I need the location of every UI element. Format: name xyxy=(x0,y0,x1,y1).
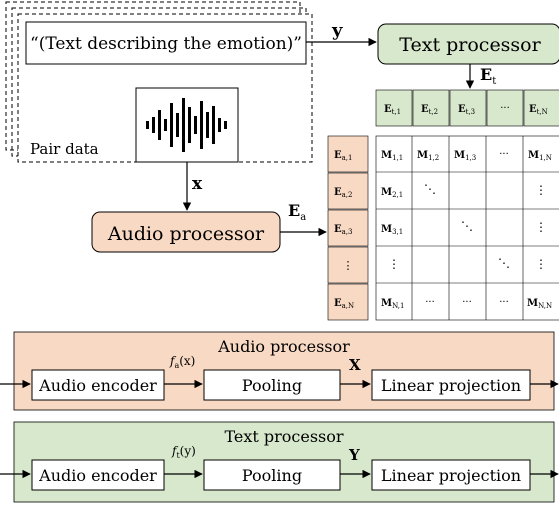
text-pooling-box xyxy=(203,459,341,491)
text-Y-label: Y xyxy=(348,446,360,464)
y-var-label: y xyxy=(331,20,343,41)
text-emb-cell xyxy=(412,89,450,127)
text-emb-label: Et,3 xyxy=(458,104,475,116)
text-emb-ellipsis: ··· xyxy=(500,103,510,114)
text-ft-label: ft(y) xyxy=(171,444,196,460)
text-emb-label: Et,1 xyxy=(384,104,401,116)
text-encoder-label: Audio encoder xyxy=(38,466,157,485)
matrix-cell-label: MN,1 xyxy=(381,298,404,310)
matrix-cell-label: M1,2 xyxy=(417,150,439,162)
similarity-matrix: M1,1 M1,2 M1,3 ··· M1,N M2,1 ⋱ ⋮ M3,1 ⋱ … xyxy=(375,135,559,321)
matrix-vdots: ⋮ xyxy=(535,183,547,197)
audio-processor-label: Audio processor xyxy=(107,223,265,245)
audio-embedding-column: Ea,1 Ea,2 Ea,3 ⋮ Ea,N xyxy=(327,135,369,321)
text-processor-panel: Text processor Audio encoder ft(y) Pooli… xyxy=(0,421,559,503)
audio-pooling-box xyxy=(203,369,341,401)
audio-emb-cell xyxy=(327,246,369,284)
matrix-cell-label: M2,1 xyxy=(381,187,403,199)
audio-encoder-box xyxy=(31,369,165,401)
text-caption: “(Text describing the emotion)” xyxy=(30,34,302,54)
audio-projection-box xyxy=(371,369,531,401)
audio-emb-label: Ea,2 xyxy=(334,187,352,199)
pair-data-label: Pair data xyxy=(30,140,99,158)
text-emb-label: Et,N xyxy=(529,104,548,116)
text-processor-label: Text processor xyxy=(399,34,541,56)
matrix-cell-label: M1,N xyxy=(528,150,552,162)
matrix-ddots: ⋱ xyxy=(461,219,473,233)
audio-processor-panel: Audio processor Audio encoder fa(x) Pool… xyxy=(0,331,559,411)
Ea-label: Ea xyxy=(288,201,306,223)
audio-projection-label: Linear projection xyxy=(381,376,521,395)
matrix-vdots: ⋮ xyxy=(388,257,400,271)
waveform-icon xyxy=(146,98,227,152)
text-projection-label: Linear projection xyxy=(381,466,521,485)
audio-emb-cell xyxy=(327,209,369,247)
text-emb-cell xyxy=(375,89,413,127)
matrix-vdots: ⋮ xyxy=(535,220,547,234)
text-emb-label: Et,2 xyxy=(421,104,438,116)
matrix-frame xyxy=(375,135,559,321)
audio-pooling-label: Pooling xyxy=(242,376,302,395)
matrix-vdots: ⋮ xyxy=(535,257,547,271)
audio-emb-label: Ea,N xyxy=(334,298,354,310)
audio-fa-label: fa(x) xyxy=(169,354,195,370)
text-caption-box xyxy=(25,21,307,65)
text-embedding-row: Et,1 Et,2 Et,3 ··· Et,N xyxy=(375,89,559,127)
text-emb-cell xyxy=(449,89,487,127)
x-var-label: x xyxy=(192,174,203,194)
audio-panel-title: Audio processor xyxy=(217,337,350,356)
matrix-cell-label: M1,1 xyxy=(381,150,403,162)
matrix-ellipsis: ··· xyxy=(499,297,509,308)
audio-X-label: X xyxy=(349,356,361,374)
pair-data-group: “(Text describing the emotion)” Pair dat… xyxy=(5,1,313,163)
matrix-cell-label: M1,3 xyxy=(454,150,476,162)
matrix-ellipsis: ··· xyxy=(425,297,435,308)
Et-label: Et xyxy=(480,65,496,87)
text-emb-cell xyxy=(523,89,559,127)
audio-emb-label: Ea,1 xyxy=(334,150,352,162)
matrix-cell-label: MN,N xyxy=(527,298,552,310)
audio-emb-cell xyxy=(327,172,369,210)
matrix-cell-label: M3,1 xyxy=(381,224,403,236)
text-emb-cell xyxy=(486,89,524,127)
text-encoder-box xyxy=(31,459,165,491)
audio-encoder-label: Audio encoder xyxy=(38,376,157,395)
audio-emb-cell xyxy=(327,135,369,173)
matrix-ellipsis: ··· xyxy=(499,149,509,160)
text-panel-title: Text processor xyxy=(224,427,343,446)
matrix-ellipsis: ··· xyxy=(462,297,472,308)
matrix-ddots: ⋱ xyxy=(424,182,436,196)
text-pooling-label: Pooling xyxy=(242,466,302,485)
text-projection-box xyxy=(371,459,531,491)
audio-emb-label: Ea,3 xyxy=(334,224,352,236)
audio-emb-cell xyxy=(327,283,369,321)
waveform-box xyxy=(135,87,239,163)
audio-emb-ellipsis: ⋮ xyxy=(343,259,354,272)
matrix-ddots: ⋱ xyxy=(498,256,510,270)
text-processor-box xyxy=(377,23,559,65)
